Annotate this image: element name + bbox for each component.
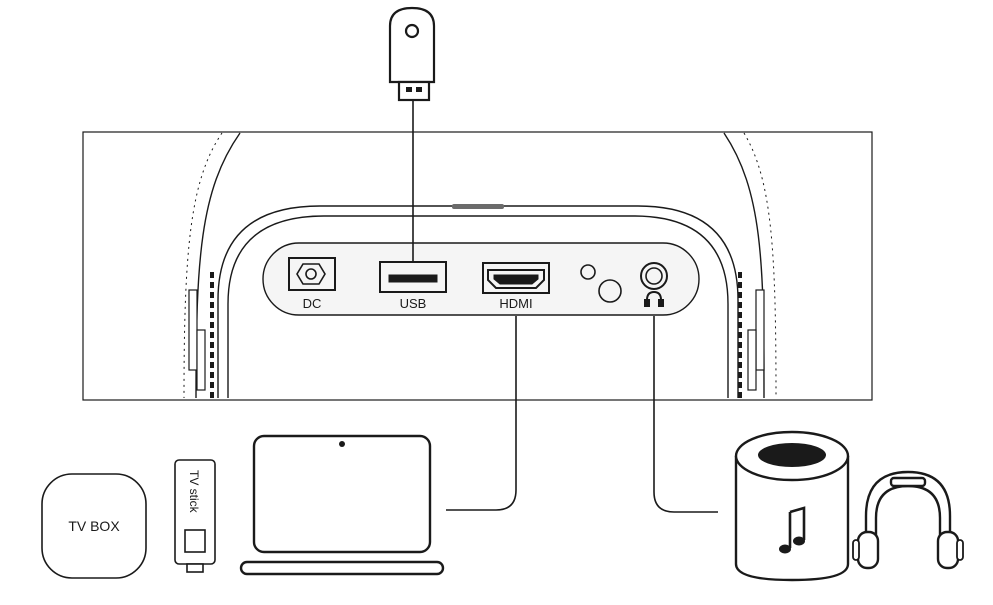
usb-drive-icon (388, 6, 436, 102)
music-note-icon (779, 506, 806, 554)
headphones-icon (852, 470, 964, 570)
tv-box (41, 473, 147, 579)
housing-left (183, 132, 241, 399)
speaker-icon (734, 430, 850, 582)
reset-button (598, 279, 622, 303)
dc-label: DC (303, 296, 322, 311)
tv-stick-label: TV stick (187, 470, 201, 514)
usb-label: USB (400, 296, 427, 311)
headphone-jack-icon (644, 290, 664, 307)
dc-port (288, 257, 336, 291)
tv-stick (174, 459, 216, 573)
headphone-jack (640, 262, 668, 290)
housing-right (723, 132, 777, 399)
audio-cable (653, 316, 718, 513)
hdmi-port (482, 262, 550, 294)
indicator-hole (580, 264, 596, 280)
laptop-icon (239, 434, 445, 576)
hdmi-label: HDMI (499, 296, 532, 311)
hdmi-cable (446, 316, 517, 511)
tv-box-label: TV BOX (68, 518, 120, 534)
top-slot (452, 204, 504, 209)
port-panel (262, 242, 700, 316)
